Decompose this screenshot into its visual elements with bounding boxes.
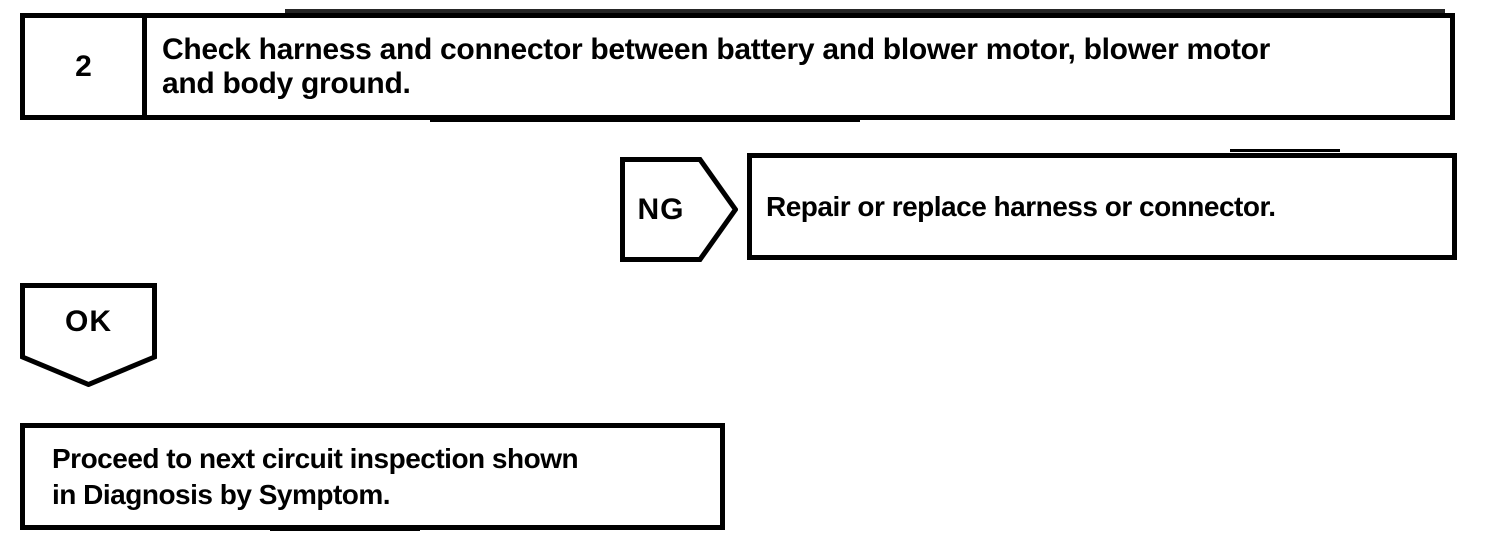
ng-label: NG	[637, 192, 685, 226]
ng-pentagon-icon	[620, 157, 738, 262]
ok-pentagon-icon	[20, 283, 157, 387]
ng-action-box: Repair or replace harness or connector.	[747, 153, 1457, 260]
ok-action-box: Proceed to next circuit inspection shown…	[20, 423, 725, 530]
scan-artifact	[430, 118, 860, 122]
step-instruction: Check harness and connector between batt…	[147, 18, 1450, 115]
step-number-cell: 2	[25, 18, 147, 115]
step-box: 2 Check harness and connector between ba…	[20, 13, 1455, 120]
ok-action-line-2: in Diagnosis by Symptom.	[52, 478, 391, 510]
ng-action-text: Repair or replace harness or connector.	[766, 190, 1276, 222]
ok-connector: OK	[20, 283, 157, 387]
ng-connector: NG	[620, 157, 738, 262]
ok-action-line-1: Proceed to next circuit inspection shown	[52, 442, 579, 474]
step-instruction-line-2: and body ground.	[162, 66, 411, 100]
step-number: 2	[75, 49, 92, 83]
step-instruction-line-1: Check harness and connector between batt…	[162, 32, 1271, 66]
scan-artifact	[285, 9, 1445, 13]
scan-artifact	[1230, 149, 1340, 152]
ok-label: OK	[65, 304, 112, 338]
